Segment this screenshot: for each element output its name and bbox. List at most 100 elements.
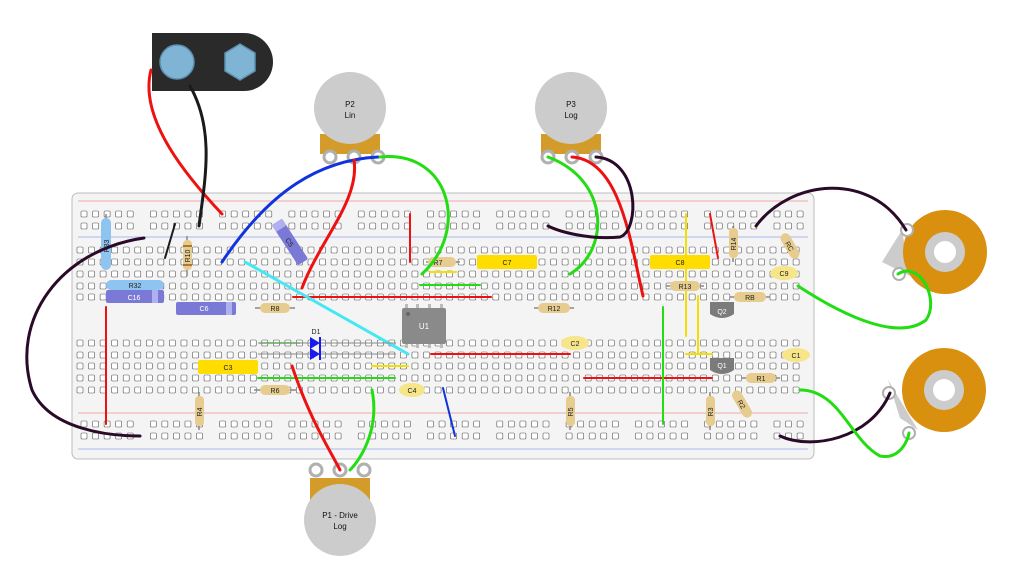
rail-hole: [265, 432, 273, 440]
rail-hole: [265, 420, 273, 428]
rail-hole: [311, 222, 319, 230]
terminal-hole: [469, 246, 477, 254]
terminal-hole: [88, 258, 95, 266]
terminal-hole: [446, 374, 453, 382]
terminal-hole: [700, 386, 708, 394]
terminal-hole: [215, 282, 222, 290]
terminal-hole: [769, 386, 777, 394]
rail-hole: [519, 210, 527, 218]
terminal-hole: [88, 339, 95, 347]
terminal-hole: [169, 258, 176, 266]
terminal-hole: [688, 270, 696, 278]
resistor-r13: R13: [666, 281, 704, 291]
terminal-hole: [573, 293, 580, 301]
rail-hole: [796, 420, 804, 428]
terminal-hole: [411, 246, 419, 254]
terminal-hole: [330, 282, 338, 290]
rail-hole: [380, 210, 388, 218]
label-rc: RC: [783, 241, 794, 253]
terminal-hole: [665, 386, 673, 394]
terminal-hole: [88, 351, 95, 359]
terminal-hole: [700, 293, 708, 301]
terminal-hole: [342, 386, 349, 394]
terminal-hole: [607, 351, 615, 359]
rail-hole: [496, 210, 504, 218]
rail-hole: [427, 210, 434, 218]
terminal-hole: [215, 270, 222, 278]
terminal-hole: [538, 246, 546, 254]
rail-hole: [380, 432, 388, 440]
rail-hole: [450, 210, 457, 218]
terminal-hole: [157, 362, 165, 370]
rail-hole: [600, 420, 608, 428]
rail-hole: [92, 222, 99, 230]
rail-hole: [392, 222, 400, 230]
rail-hole: [265, 210, 273, 218]
terminal-hole: [353, 258, 361, 266]
rail-hole: [230, 222, 238, 230]
terminal-hole: [411, 258, 419, 266]
rail-hole: [773, 420, 781, 428]
terminal-hole: [619, 282, 627, 290]
rail-hole: [669, 210, 677, 218]
jack-output: [882, 348, 986, 440]
terminal-hole: [619, 270, 627, 278]
terminal-hole: [319, 362, 326, 370]
terminal-hole: [631, 282, 638, 290]
rail-hole: [739, 432, 746, 440]
terminal-hole: [758, 258, 765, 266]
terminal-hole: [735, 270, 742, 278]
terminal-hole: [238, 386, 245, 394]
rail-hole: [461, 420, 469, 428]
rail-hole: [715, 420, 723, 428]
rail-hole: [715, 432, 723, 440]
terminal-hole: [411, 270, 419, 278]
terminal-hole: [157, 339, 165, 347]
terminal-hole: [134, 258, 142, 266]
terminal-hole: [642, 339, 650, 347]
rail-hole: [288, 222, 296, 230]
terminal-hole: [99, 293, 107, 301]
rail-hole: [230, 432, 238, 440]
rail-hole: [473, 432, 481, 440]
rail-hole: [184, 210, 192, 218]
terminal-hole: [111, 246, 118, 254]
label-c3: C3: [224, 365, 233, 372]
terminal-hole: [411, 362, 419, 370]
terminal-hole: [284, 351, 292, 359]
capacitor-c16: C16: [106, 290, 164, 303]
rail-hole: [311, 210, 319, 218]
terminal-hole: [480, 270, 488, 278]
terminal-hole: [134, 270, 142, 278]
terminal-hole: [527, 339, 534, 347]
rail-hole: [311, 432, 319, 440]
terminal-hole: [527, 386, 534, 394]
rail-hole: [715, 210, 723, 218]
rail-hole: [611, 210, 619, 218]
terminal-hole: [203, 351, 211, 359]
terminal-hole: [515, 246, 523, 254]
rail-hole: [288, 432, 296, 440]
terminal-hole: [550, 270, 557, 278]
terminal-hole: [192, 258, 199, 266]
terminal-hole: [411, 374, 419, 382]
terminal-hole: [573, 258, 580, 266]
terminal-hole: [596, 282, 604, 290]
terminal-hole: [296, 362, 303, 370]
terminal-hole: [723, 282, 731, 290]
rail-hole: [450, 222, 457, 230]
terminal-hole: [746, 339, 754, 347]
terminal-hole: [215, 246, 222, 254]
terminal-hole: [550, 258, 557, 266]
terminal-hole: [261, 282, 269, 290]
terminal-hole: [504, 282, 511, 290]
rail-hole: [669, 420, 677, 428]
terminal-hole: [758, 362, 765, 370]
rail-hole: [715, 222, 723, 230]
rail-hole: [242, 432, 249, 440]
label-c16: C16: [128, 295, 141, 302]
rail-hole: [461, 210, 469, 218]
terminal-hole: [711, 339, 719, 347]
terminal-hole: [504, 374, 511, 382]
terminal-hole: [146, 351, 153, 359]
